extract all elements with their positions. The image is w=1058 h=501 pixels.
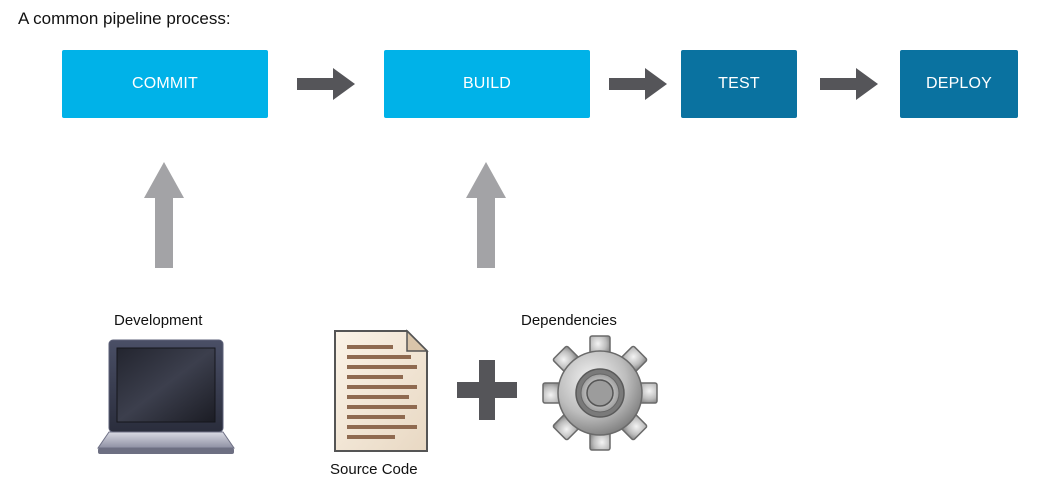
document-icon [334, 329, 429, 452]
arrow-commit-to-build [297, 68, 355, 100]
plus-icon [457, 360, 517, 420]
arrow-build-to-test [609, 68, 667, 100]
development-label: Development [114, 312, 203, 329]
laptop-icon [97, 339, 235, 454]
gear-icon [542, 335, 658, 451]
dependencies-label: Dependencies [521, 312, 617, 329]
stage-commit: COMMIT [62, 50, 268, 118]
diagram-title: A common pipeline process: [18, 9, 231, 28]
source-code-label: Source Code [330, 461, 418, 478]
arrow-test-to-deploy [820, 68, 878, 100]
stage-deploy: DEPLOY [900, 50, 1018, 118]
stage-build: BUILD [384, 50, 590, 118]
arrow-development-to-commit [144, 162, 184, 268]
stage-test: TEST [681, 50, 797, 118]
arrow-source-to-build [466, 162, 506, 268]
